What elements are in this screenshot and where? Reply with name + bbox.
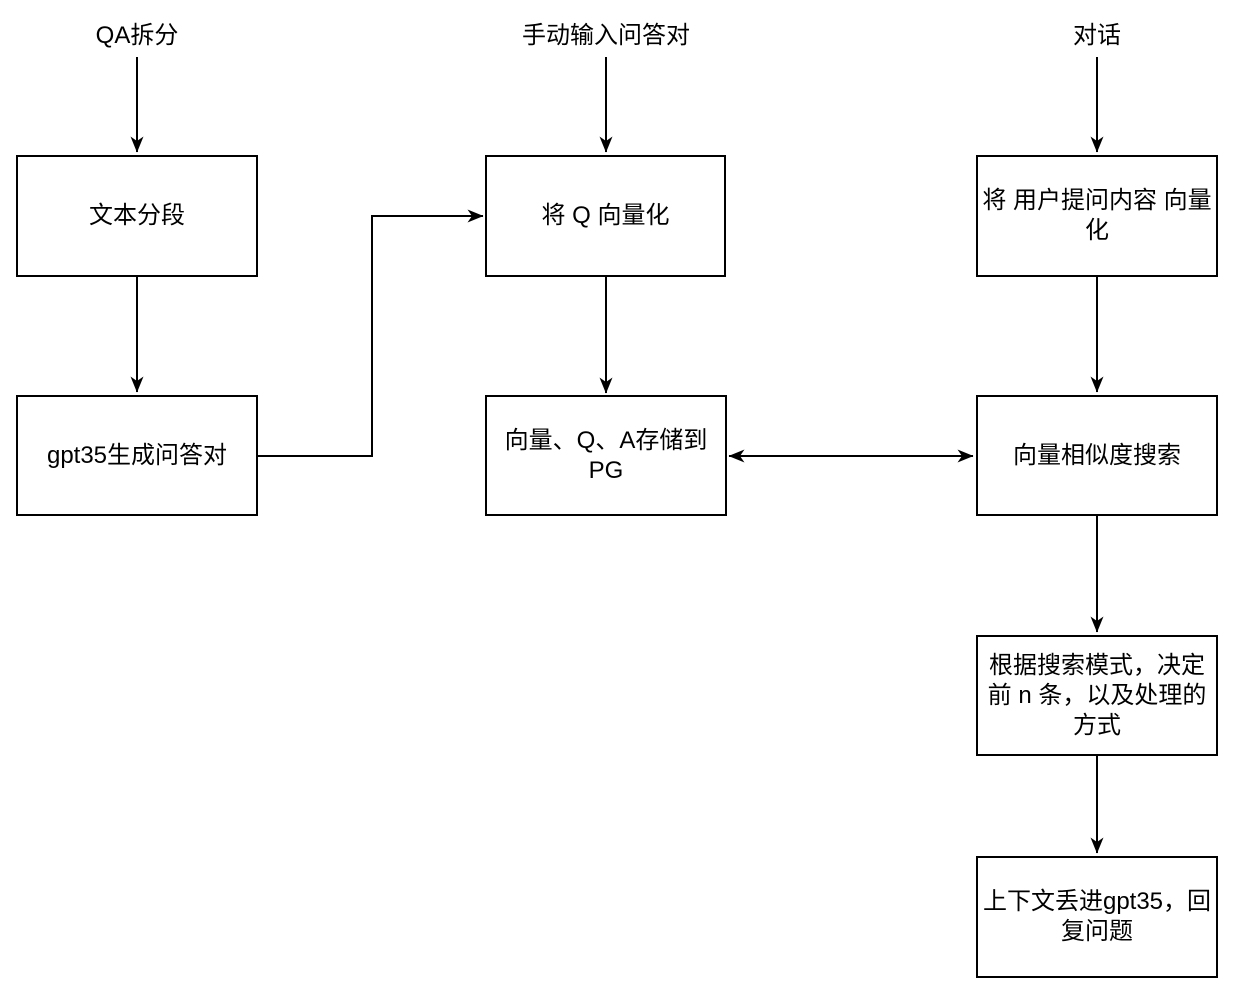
- node-vectorize-q-label: 将 Q 向量化: [541, 202, 670, 229]
- node-vectorize-user-question: 将 用户提问内容 向量 化: [976, 155, 1218, 277]
- node-vectorize-q: 将 Q 向量化: [485, 155, 726, 277]
- node-vectorize-user-question-label: 将 用户提问内容 向量 化: [982, 187, 1212, 244]
- node-store-pg-label: 向量、Q、A存储到 PG: [504, 426, 708, 484]
- node-vector-similarity-search: 向量相似度搜索: [976, 395, 1218, 516]
- label-qa-split: QA拆分: [95, 22, 179, 49]
- node-search-mode-decision-label: 根据搜索模式，决定 前 n 条，以及处理的 方式: [987, 651, 1207, 739]
- label-manual-input-qa: 手动输入问答对: [522, 22, 690, 49]
- node-text-segment-label: 文本分段: [89, 202, 185, 229]
- node-search-mode-decision: 根据搜索模式，决定 前 n 条，以及处理的 方式: [976, 635, 1218, 756]
- node-gpt35-qa-gen-label: gpt35生成问答对: [46, 441, 228, 469]
- node-text-segment: 文本分段: [16, 155, 258, 277]
- node-gpt35-qa-gen: gpt35生成问答对: [16, 395, 258, 516]
- node-gpt35-reply-label: 上下文丢进gpt35，回 复问题: [982, 888, 1212, 945]
- node-gpt35-reply: 上下文丢进gpt35，回 复问题: [976, 856, 1218, 978]
- node-store-pg: 向量、Q、A存储到 PG: [485, 395, 727, 516]
- label-dialogue: 对话: [1073, 22, 1121, 49]
- node-vector-similarity-search-label: 向量相似度搜索: [1013, 441, 1181, 469]
- edge-gpt35-qa-gen-to-vectorize-q: [258, 209, 484, 457]
